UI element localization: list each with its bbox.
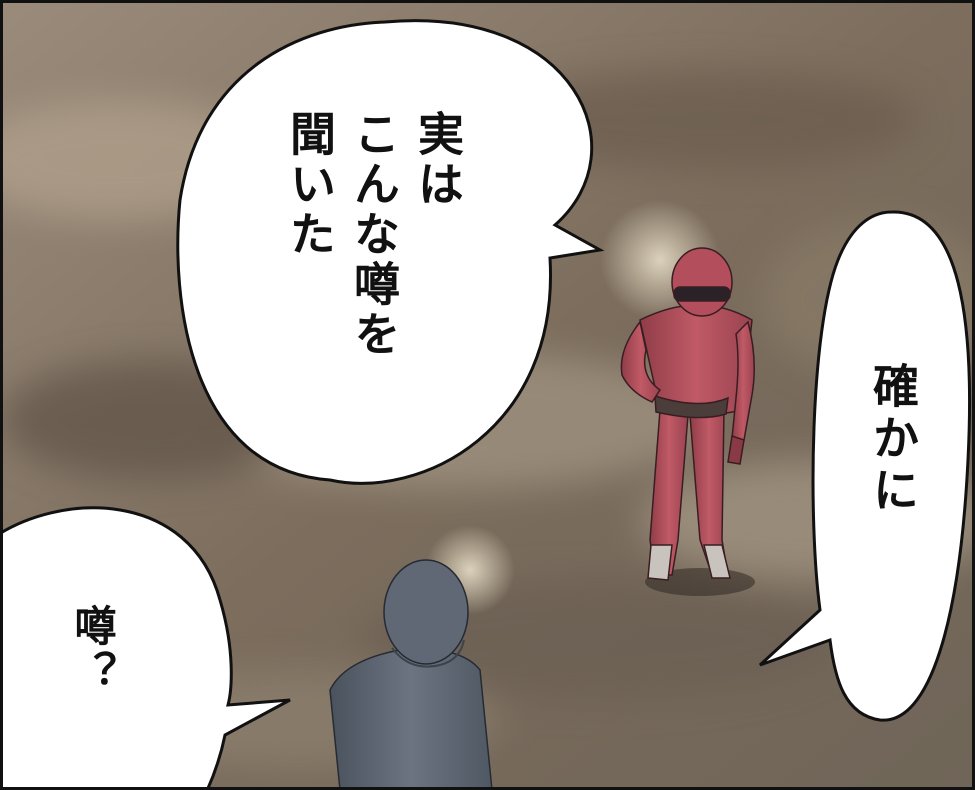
speech-bubble-top [176,19,605,485]
red-suited-figure [620,247,755,581]
speech-bubble-left [0,506,291,790]
gray-figure [329,559,493,790]
speech-bubble-right [758,210,972,722]
speech-bubble-right-text: 確かに [866,362,920,518]
speech-bubble-left-text: 噂？ [68,604,117,696]
speech-bubble-top-text: 実は こんな噂を 聞いた [283,110,465,360]
